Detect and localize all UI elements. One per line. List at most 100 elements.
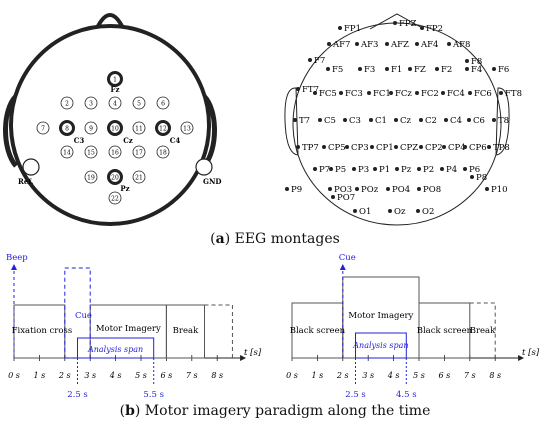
electrode-label-fc4: FC4 [447, 89, 465, 99]
electrode-label-pz: Pz [120, 184, 129, 193]
electrode-dot-fp1 [338, 26, 342, 30]
electrode-label-cp6: CP6 [469, 143, 487, 153]
electrode-dot-fc4 [441, 91, 445, 95]
electrode-label-o2: O2 [422, 207, 434, 217]
electrode-number: 17 [135, 149, 143, 156]
electrode-dot-c3 [343, 118, 347, 122]
caption-b-text: Motor imagery paradigm along the time [140, 403, 431, 419]
cue-label: Cue [75, 311, 92, 321]
electrode-dot-fc1 [367, 91, 371, 95]
electrode-label-p8: P8 [476, 173, 487, 183]
electrode-label-c3: C3 [74, 136, 85, 145]
electrode-dot-oz [388, 209, 392, 213]
electrode-dot-f1 [385, 67, 389, 71]
electrode-dot-f4 [465, 67, 469, 71]
time-axis-arrow [518, 355, 525, 361]
electrode-10 [107, 120, 123, 136]
electrode-label-c5: C5 [324, 116, 336, 126]
electrode-label-c4: C4 [450, 116, 462, 126]
electrode-dot-cp1 [370, 145, 374, 149]
electrode-dot-fc2 [415, 91, 419, 95]
electrode-dot-t7 [293, 118, 297, 122]
electrode-label-p5: P5 [335, 165, 346, 175]
electrode-label-o1: O1 [359, 207, 371, 217]
electrode-number: 6 [161, 100, 165, 107]
electrode-21 [132, 170, 146, 184]
axis-label: t [s] [522, 348, 540, 358]
electrode-label-p2: P2 [423, 165, 434, 175]
tick-label: 8 s [211, 371, 223, 380]
marker-start-label: 2.5 s [345, 390, 366, 400]
electrode-dot-cp5 [322, 145, 326, 149]
electrode-number: 15 [87, 149, 95, 156]
electrode-label-af7: AF7 [332, 40, 350, 50]
phase-label-fixation: Fixation cross [12, 326, 73, 336]
electrode-label-t8: T8 [498, 116, 509, 126]
ref-label: Ref. [18, 177, 33, 186]
electrode-label-cz: Cz [400, 116, 412, 126]
ref-electrode [22, 158, 40, 176]
electrode-dot-cpz [394, 145, 398, 149]
electrode-number: 7 [41, 125, 45, 132]
electrode-dot-fcz [389, 91, 393, 95]
phase-label-motor: Motor Imagery [348, 311, 413, 321]
electrode-label-af3: AF3 [360, 40, 378, 50]
phase-box-break [165, 304, 205, 359]
tick-label: 2 s [336, 371, 349, 380]
analysis-span-box [355, 332, 407, 359]
electrode-number: 19 [87, 174, 95, 181]
electrode-label-fpz: FPZ [399, 19, 417, 29]
electrode-number: 13 [183, 125, 191, 132]
marker-start-label: 2.5 s [67, 390, 88, 400]
electrode-19 [84, 170, 98, 184]
tick-label: 5 s [413, 371, 425, 380]
electrode-label-af8: AF8 [452, 40, 470, 50]
electrode-4 [108, 96, 122, 110]
tick-label: 7 s [186, 371, 198, 380]
electrode-dot-p8 [470, 175, 474, 179]
electrode-number: 8 [65, 125, 69, 132]
electrode-label-oz: Oz [394, 207, 406, 217]
electrode-dot-p1 [373, 167, 377, 171]
electrode-dot-c1 [369, 118, 373, 122]
electrode-dot-fpz [393, 21, 397, 25]
electrode-label-p1: P1 [379, 165, 390, 175]
right-ear-shape [495, 87, 510, 156]
marker-end-label: 4.5 s [396, 390, 417, 400]
phase-label-motor: Motor Imagery [96, 324, 161, 334]
electrode-dot-f6 [492, 67, 496, 71]
electrode-dot-fz [408, 67, 412, 71]
electrode-number: 22 [111, 195, 119, 202]
phase-label-black1: Black screen [290, 326, 346, 336]
phase-label-break: Break [470, 326, 496, 336]
electrode-dot-cz [394, 118, 398, 122]
electrode-label-fz: FZ [414, 65, 426, 75]
electrode-number: 10 [111, 125, 119, 132]
electrode-dot-c5 [318, 118, 322, 122]
electrode-label-p4: P4 [446, 165, 457, 175]
electrode-label-cp4: CP4 [448, 143, 466, 153]
tick-label: 6 s [161, 371, 173, 380]
electrode-6 [156, 96, 170, 110]
electrode-label-cpz: CPZ [400, 143, 418, 153]
electrode-dot-cp3 [345, 145, 349, 149]
electrode-dot-fc5 [313, 91, 317, 95]
caption-b-letter: b [125, 403, 135, 419]
electrode-7 [36, 121, 50, 135]
tick-label: 8 s [489, 371, 501, 380]
electrode-dot-p5 [329, 167, 333, 171]
analysis-span-box [77, 337, 155, 359]
electrode-label-f3: F3 [364, 65, 375, 75]
electrode-dot-f8 [465, 59, 469, 63]
electrode-dot-po3 [328, 187, 332, 191]
axis-label: t [s] [244, 348, 262, 358]
electrode-label-c6: C6 [473, 116, 485, 126]
electrode-label-f8: F8 [471, 57, 482, 67]
electrode-number: 14 [63, 149, 71, 156]
electrode-dot-fc3 [339, 91, 343, 95]
phase-label-black2: Black screen [417, 326, 473, 336]
electrode-label-po4: PO4 [392, 185, 410, 195]
electrode-label-f2: F2 [441, 65, 452, 75]
electrode-label-c4: C4 [170, 136, 181, 145]
